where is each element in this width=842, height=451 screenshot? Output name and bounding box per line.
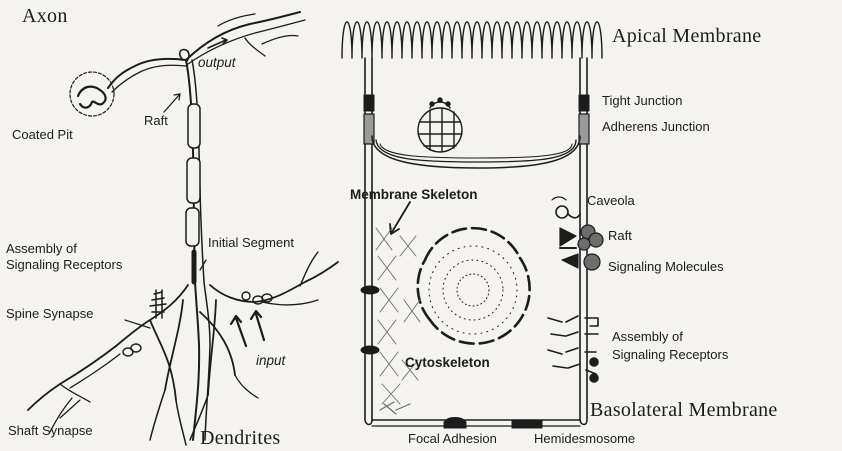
- label-signaling-molecules: Signaling Molecules: [608, 260, 724, 274]
- label-dendrites: Dendrites: [200, 428, 280, 449]
- microvilli: [342, 22, 602, 58]
- spine-synapse-arrow: [125, 320, 150, 328]
- lateral-plaques: [361, 286, 379, 354]
- label-cytoskeleton: Cytoskeleton: [405, 356, 490, 370]
- label-raft-left: Raft: [144, 114, 168, 128]
- caveola: [552, 197, 580, 218]
- neuron: [28, 12, 338, 445]
- axon-branch-left: [108, 59, 186, 88]
- soma: [116, 285, 255, 400]
- label-caveola: Caveola: [587, 194, 635, 208]
- hemidesmosome: [512, 421, 542, 428]
- label-assembly-left-line1: Assembly of: [6, 242, 77, 256]
- clathrin-vesicle: [418, 98, 462, 152]
- label-spine-synapse: Spine Synapse: [6, 307, 93, 321]
- label-adherens-junction: Adherens Junction: [602, 120, 710, 134]
- coated-pit-circle: [70, 72, 114, 116]
- label-basolateral-membrane: Basolateral Membrane: [590, 400, 778, 421]
- raft-right: [560, 225, 603, 250]
- label-input: input: [256, 354, 285, 368]
- label-assembly-right-line2: Signaling Receptors: [612, 348, 728, 362]
- label-hemidesmosome: Hemidesmosome: [534, 432, 635, 446]
- dendrite-left: [28, 346, 116, 410]
- label-output: output: [198, 56, 236, 70]
- label-assembly-right-line1: Assembly of: [612, 330, 683, 344]
- receptor-cluster-right: [548, 316, 598, 382]
- signaling-molecules: [562, 254, 600, 270]
- label-assembly-left-line2: Signaling Receptors: [6, 258, 122, 272]
- raft-left-arrow: [164, 94, 180, 112]
- focal-adhesion: [444, 418, 466, 429]
- adherens-junctions: [364, 114, 589, 144]
- actin-belt: [372, 136, 580, 168]
- membrane-skeleton: [376, 228, 420, 404]
- tight-junctions: [364, 95, 589, 111]
- myelin-segments: [186, 104, 200, 246]
- input-arrows: [231, 311, 264, 346]
- label-tight-junction: Tight Junction: [602, 94, 682, 108]
- label-shaft-synapse: Shaft Synapse: [8, 424, 93, 438]
- label-apical-membrane: Apical Membrane: [612, 26, 761, 47]
- label-coated-pit: Coated Pit: [12, 128, 73, 142]
- label-focal-adhesion: Focal Adhesion: [408, 432, 497, 446]
- membrane-skeleton-arrow: [392, 202, 410, 232]
- dendrite-upper-right: [255, 262, 338, 302]
- nucleus: [418, 228, 530, 344]
- label-raft-right: Raft: [608, 229, 632, 243]
- label-axon: Axon: [22, 6, 68, 27]
- label-membrane-skeleton: Membrane Skeleton: [350, 188, 478, 202]
- label-initial-segment: Initial Segment: [208, 236, 294, 250]
